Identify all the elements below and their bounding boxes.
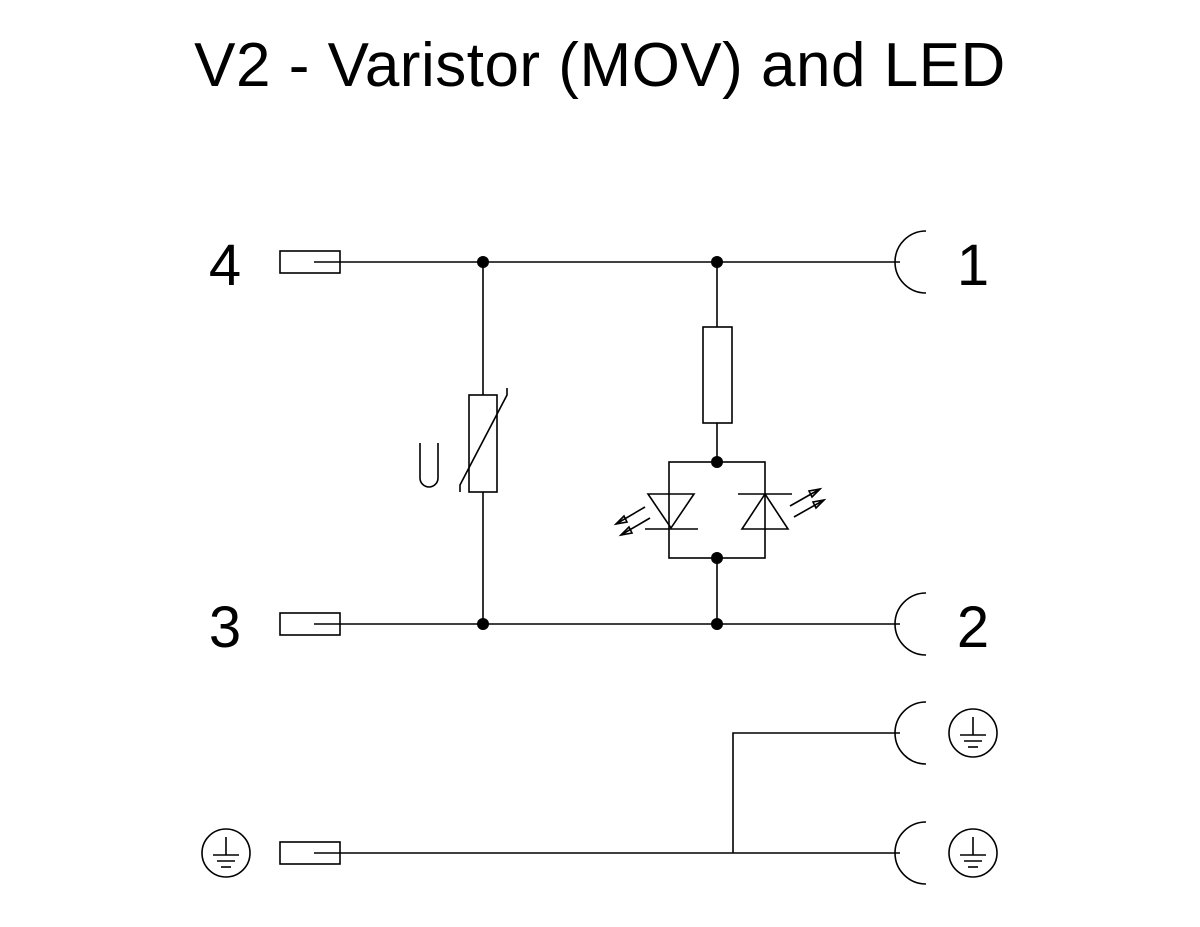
pin-label-3: 3 — [209, 595, 241, 660]
pin-label-2: 2 — [957, 595, 989, 660]
pin-label-1: 1 — [957, 233, 989, 298]
left-led-light-arrows — [613, 506, 651, 537]
junction-dot — [711, 456, 723, 468]
resistor-body — [702, 326, 733, 424]
female-socket-ground-lower — [894, 821, 927, 885]
diagram-title: V2 - Varistor (MOV) and LED — [194, 31, 1006, 100]
varistor-slash — [459, 388, 508, 492]
female-socket-1 — [894, 230, 927, 294]
ground-icon-right-upper — [948, 708, 998, 758]
junction-dot — [711, 552, 723, 564]
ground-icon-right-lower — [948, 828, 998, 878]
left-led-triangle — [646, 493, 696, 530]
pin-label-4: 4 — [209, 233, 241, 298]
female-socket-ground-upper — [894, 701, 927, 765]
junction-dot — [711, 618, 723, 630]
varistor-u-symbol — [419, 443, 439, 488]
right-led-light-arrows — [789, 487, 827, 518]
junction-dot — [477, 618, 489, 630]
junction-dot — [711, 256, 723, 268]
varistor-body — [468, 394, 498, 493]
junction-dot — [477, 256, 489, 268]
female-socket-2 — [894, 592, 927, 656]
ground-branch-wire — [732, 732, 900, 853]
ground-icon-left — [201, 828, 251, 878]
right-led-triangle — [740, 492, 790, 530]
